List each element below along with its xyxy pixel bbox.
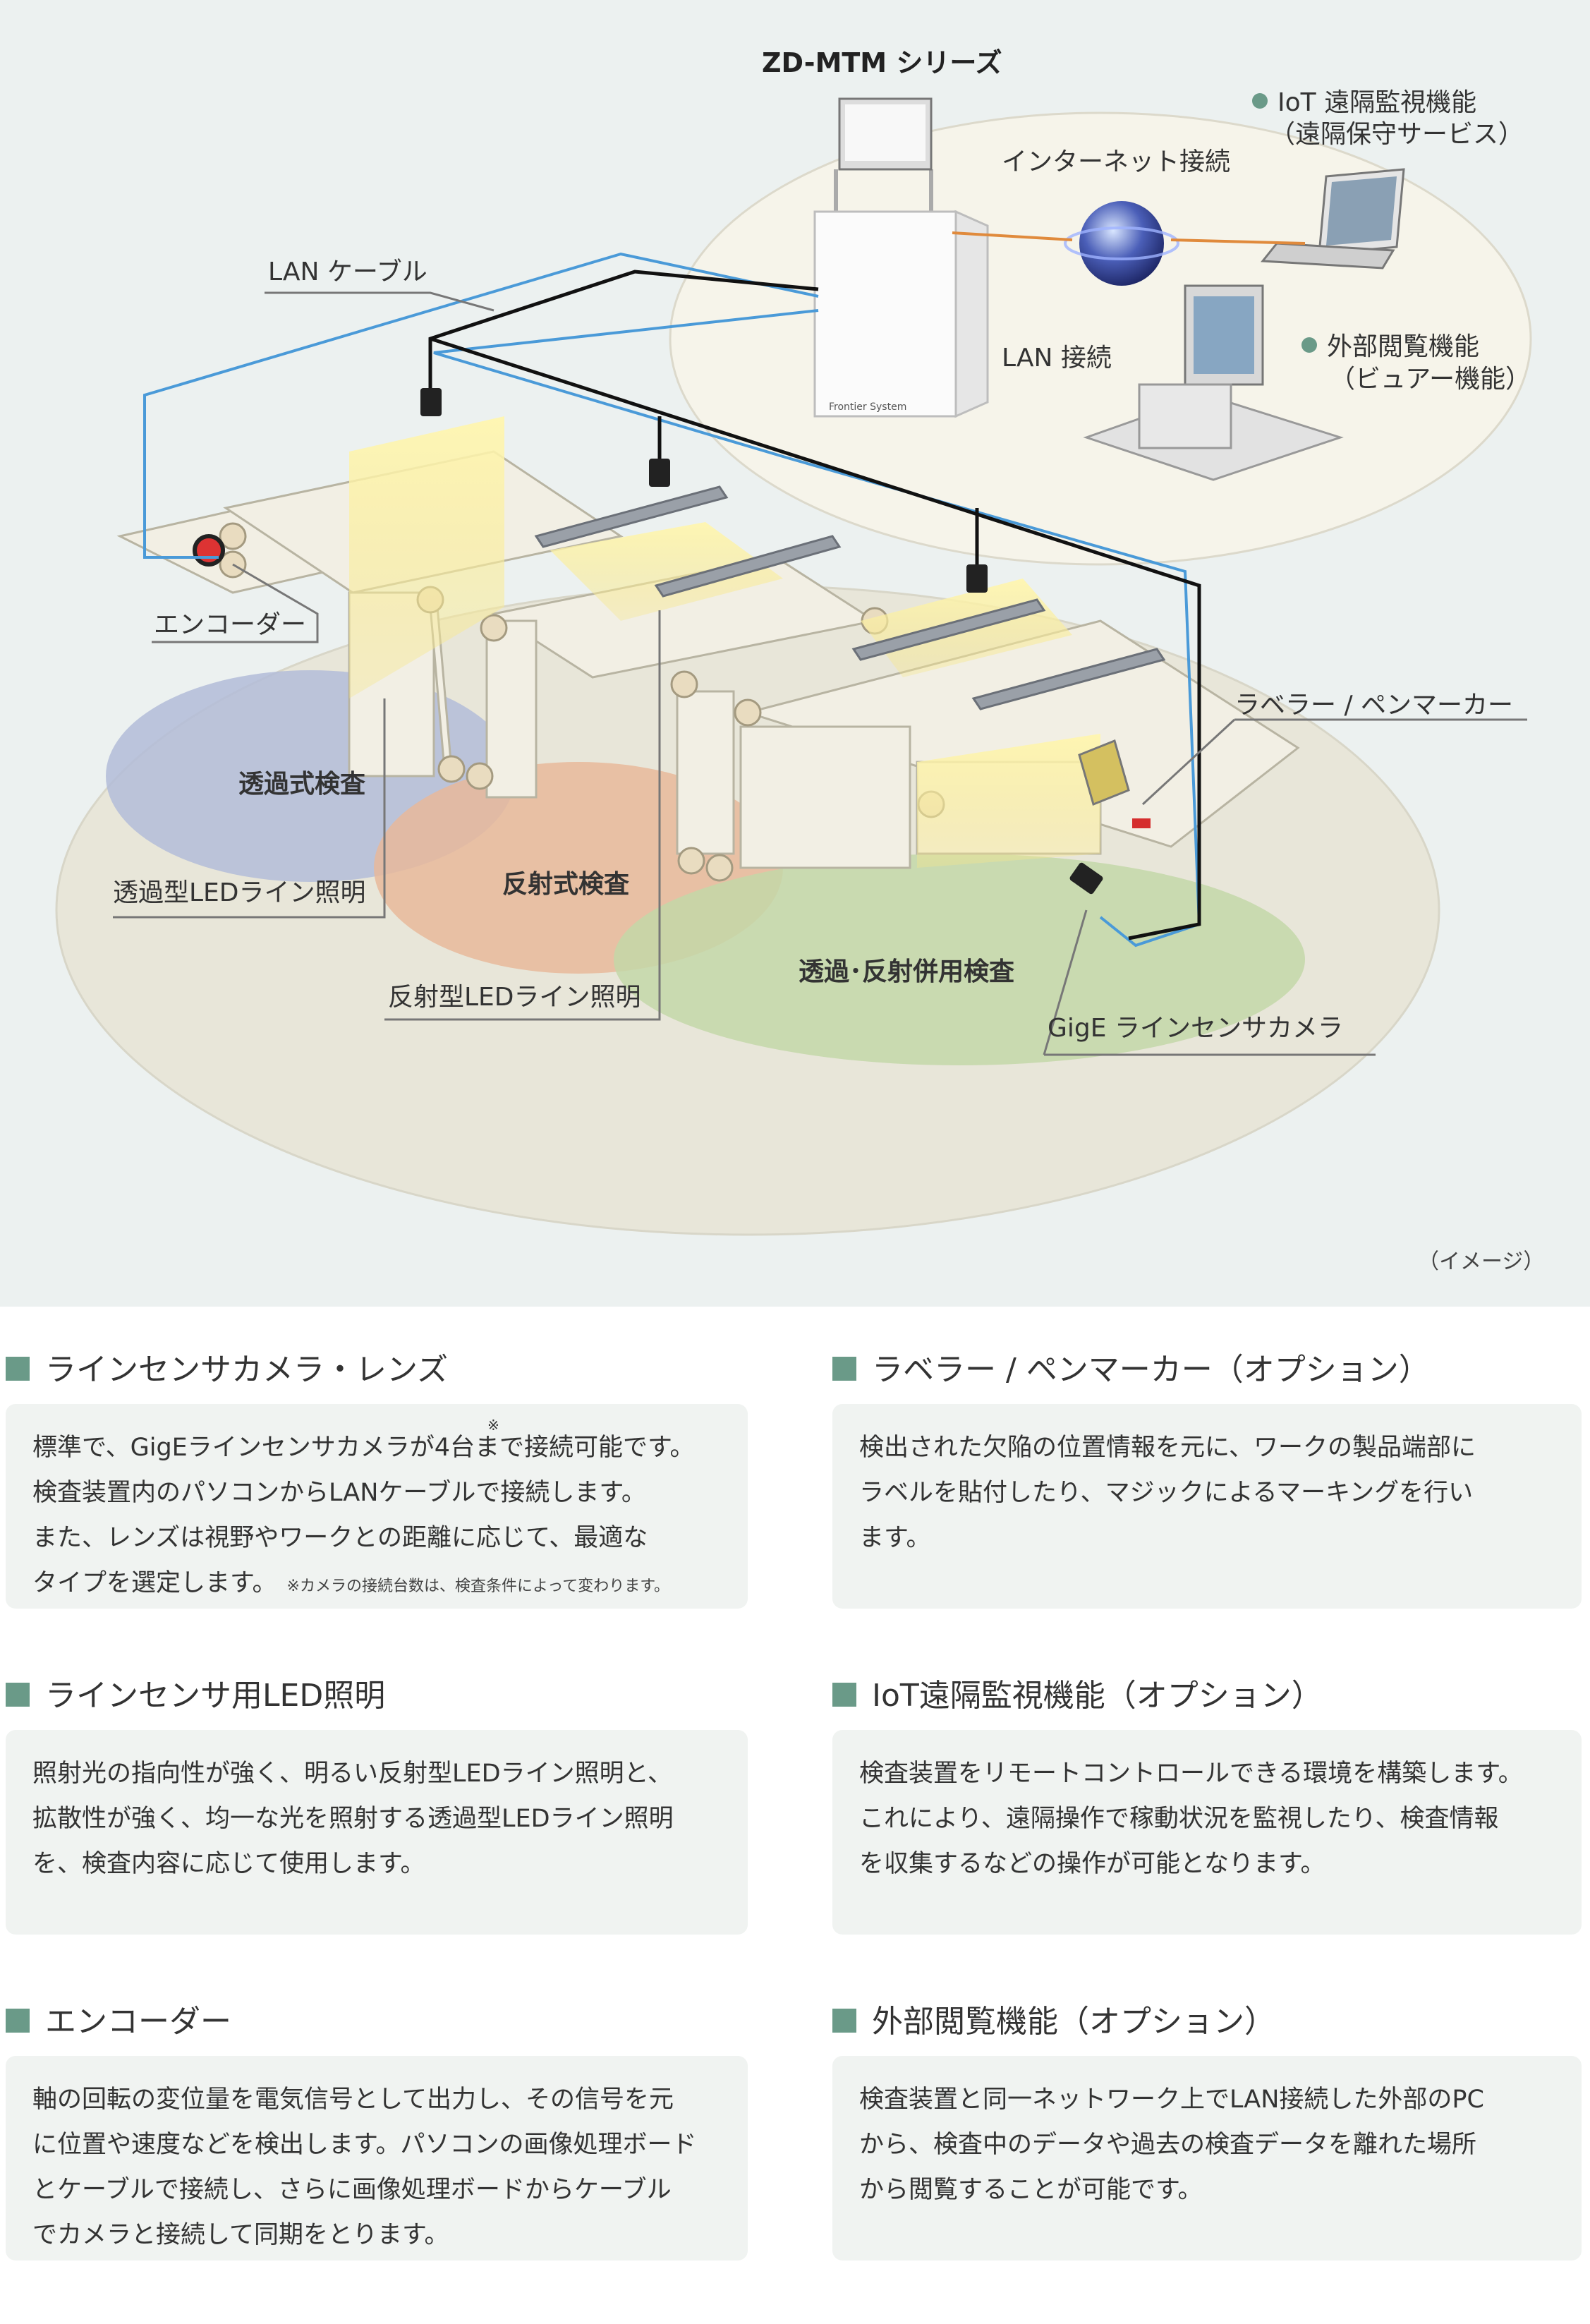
square-bullet-icon — [832, 1683, 856, 1707]
section-line: とケーブルで接続し、さらに画像処理ボードからケーブル — [32, 2176, 672, 2204]
section-line: 標準で、GigEラインセンサカメラが4台まで接続可能です。 — [32, 1434, 695, 1462]
system-diagram: ZD-MTM シリーズ IoT 遠隔監視機能 （遠隔保守サービス） インターネッ… — [0, 0, 1590, 1307]
section-line: 検査装置と同一ネットワーク上でLAN接続した外部のPC — [859, 2086, 1484, 2114]
camera-count-note: ※カメラの接続台数は、検査条件によって変わります。 — [286, 1578, 669, 1595]
labeler-icon — [1078, 739, 1151, 828]
section-line: 検出された欠陥の位置情報を元に、ワークの製品端部に — [859, 1434, 1476, 1462]
combined-led-beam — [917, 734, 1100, 868]
image-note: （イメージ） — [1418, 1249, 1545, 1274]
section-box-iot: 検査装置をリモートコントロールできる環境を構築します。 これにより、遠隔操作で稼… — [832, 1730, 1582, 1935]
section-line: から、検査中のデータや過去の検査データを離れた場所 — [859, 2131, 1477, 2159]
section-heading-led: ラインセンサ用LED照明 — [6, 1681, 385, 1712]
device-title: ZD-MTM シリーズ — [762, 47, 1002, 78]
camera-icons — [420, 388, 1103, 895]
section-line: また、レンズは視野やワークとの距離に応じて、最適な — [32, 1524, 648, 1552]
lan-cable-label: LAN ケーブル — [268, 258, 427, 286]
section-line: に位置や速度などを検出します。パソコンの画像処理ボード — [32, 2131, 697, 2159]
square-bullet-icon — [832, 1357, 856, 1381]
lan-connection-label: LAN 接続 — [1002, 344, 1112, 373]
section-line: ラベルを貼付したり、マジックによるマーキングを行い — [859, 1479, 1474, 1507]
viewer-sub-label: （ビュアー機能） — [1330, 365, 1531, 394]
section-box-led: 照射光の指向性が強く、明るい反射型LEDライン照明と、 拡散性が強く、均一な光を… — [6, 1730, 748, 1935]
combined-zone — [614, 854, 1305, 1065]
section-line: これにより、遠隔操作で稼動状況を監視したり、検査情報 — [859, 1805, 1499, 1833]
leader-lines — [113, 291, 1527, 1056]
section-box-labeler: 検出された欠陥の位置情報を元に、ワークの製品端部に ラベルを貼付したり、マジック… — [832, 1404, 1582, 1609]
section-line: 検査装置内のパソコンからLANケーブルで接続します。 — [32, 1479, 646, 1507]
section-heading-labeler: ラベラー / ペンマーカー（オプション） — [832, 1355, 1430, 1386]
section-line: を収集するなどの操作が可能となります。 — [859, 1850, 1325, 1878]
section-line: でカメラと接続して同期をとります。 — [32, 2221, 449, 2249]
section-box-viewer: 検査装置と同一ネットワーク上でLAN接続した外部のPC から、検査中のデータや過… — [832, 2056, 1582, 2261]
reflect-led-label: 反射型LEDライン照明 — [388, 983, 641, 1012]
led-light-bars — [534, 485, 1166, 710]
labeler-label: ラベラー / ペンマーカー — [1234, 691, 1514, 720]
internet-lines — [952, 231, 1306, 245]
reflect-inspection-label: 反射式検査 — [502, 870, 630, 899]
sync-cable-black — [428, 270, 819, 388]
transmit-led-label: 透過型LEDライン照明 — [113, 878, 366, 907]
section-box-encoder: 軸の回転の変位量を電気信号として出力し、その信号を元 に位置や速度などを検出しま… — [6, 2056, 748, 2261]
section-line: を、検査内容に応じて使用します。 — [32, 1850, 425, 1878]
device-brand: Frontier System — [829, 401, 907, 413]
section-line: 照射光の指向性が強く、明るい反射型LEDライン照明と、 — [32, 1760, 673, 1788]
viewer-label: 外部閲覧機能 — [1301, 334, 1479, 360]
section-line-with-note: タイプを選定します。※カメラの接続台数は、検査条件によって変わります。 — [32, 1569, 669, 1597]
laptop-icon — [1261, 168, 1405, 270]
section-line: から閲覧することが可能です。 — [859, 2176, 1203, 2204]
square-bullet-icon — [6, 1683, 30, 1707]
square-bullet-icon — [832, 2009, 856, 2033]
section-line: ます。 — [859, 1524, 931, 1552]
bullet-dot-icon — [1301, 337, 1317, 353]
reflect-led-beam-1 — [550, 522, 783, 621]
section-box-camera: 標準で、GigEラインセンサカメラが4台まで接続可能です。 検査装置内のパソコン… — [6, 1404, 748, 1609]
bullet-dot-icon — [1252, 93, 1268, 109]
inspection-device — [813, 97, 989, 418]
section-line: 検査装置をリモートコントロールできる環境を構築します。 — [859, 1760, 1523, 1788]
section-heading-viewer: 外部閲覧機能（オプション） — [832, 2007, 1275, 2038]
note-mark: ※ — [487, 1417, 499, 1434]
transmit-inspection-label: 透過式検査 — [238, 770, 366, 799]
desktop-pc-icon — [1083, 284, 1344, 481]
section-heading-camera: ラインセンサカメラ・レンズ — [6, 1355, 448, 1386]
section-heading-encoder: エンコーダー — [6, 2007, 231, 2038]
iot-label: IoT 遠隔監視機能 — [1252, 90, 1476, 116]
encoder-icon — [193, 534, 225, 567]
lan-cable-blue — [143, 252, 819, 559]
internet-globe-icon — [1079, 201, 1164, 286]
section-line: 軸の回転の変位量を電気信号として出力し、その信号を元 — [32, 2086, 674, 2114]
camera-label: GigE ラインセンサカメラ — [1048, 1014, 1343, 1043]
combined-inspection-label: 透過･反射併用検査 — [799, 957, 1015, 986]
internet-label: インターネット接続 — [1002, 147, 1231, 176]
diagram-artwork — [55, 97, 1532, 1236]
transmit-led-beam — [349, 416, 504, 698]
square-bullet-icon — [6, 2009, 30, 2033]
square-bullet-icon — [6, 1357, 30, 1381]
iot-sub-label: （遠隔保守サービス） — [1270, 120, 1524, 149]
encoder-label: エンコーダー — [154, 610, 307, 639]
section-heading-iot: IoT遠隔監視機能（オプション） — [832, 1681, 1323, 1712]
section-line: 拡散性が強く、均一な光を照射する透過型LEDライン照明 — [32, 1805, 674, 1833]
